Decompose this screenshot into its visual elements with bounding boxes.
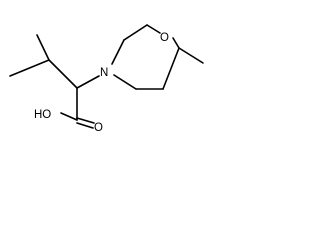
bond-methyl-left xyxy=(9,59,50,77)
chemical-structure: HO O N O xyxy=(0,0,214,152)
bond-ring-methyl xyxy=(178,47,204,64)
bond-carboxyl-hydroxyl xyxy=(60,112,78,121)
bond-ring-lower-right xyxy=(162,47,180,90)
carbonyl-oxygen-label: O xyxy=(94,122,103,134)
hydroxyl-label: HO xyxy=(34,109,51,121)
bond-ring-n-c-lower xyxy=(113,74,137,90)
bond-ring-o-lower xyxy=(172,37,180,49)
bond-ring-o-upper xyxy=(146,24,161,34)
molecule-diagram: HO O N O xyxy=(9,24,204,134)
bond-isopropyl-alpha xyxy=(48,59,78,89)
bond-carbonyl-double-b xyxy=(76,122,94,129)
bond-methyl-top xyxy=(36,34,50,61)
bond-carbonyl-double-a xyxy=(76,117,95,124)
bond-ring-n-c-upper xyxy=(111,39,125,65)
ring-oxygen-label: O xyxy=(160,32,169,44)
ring-nitrogen-label: N xyxy=(100,67,108,79)
bond-alpha-nitrogen xyxy=(76,75,100,89)
bond-ring-upper xyxy=(123,24,148,41)
